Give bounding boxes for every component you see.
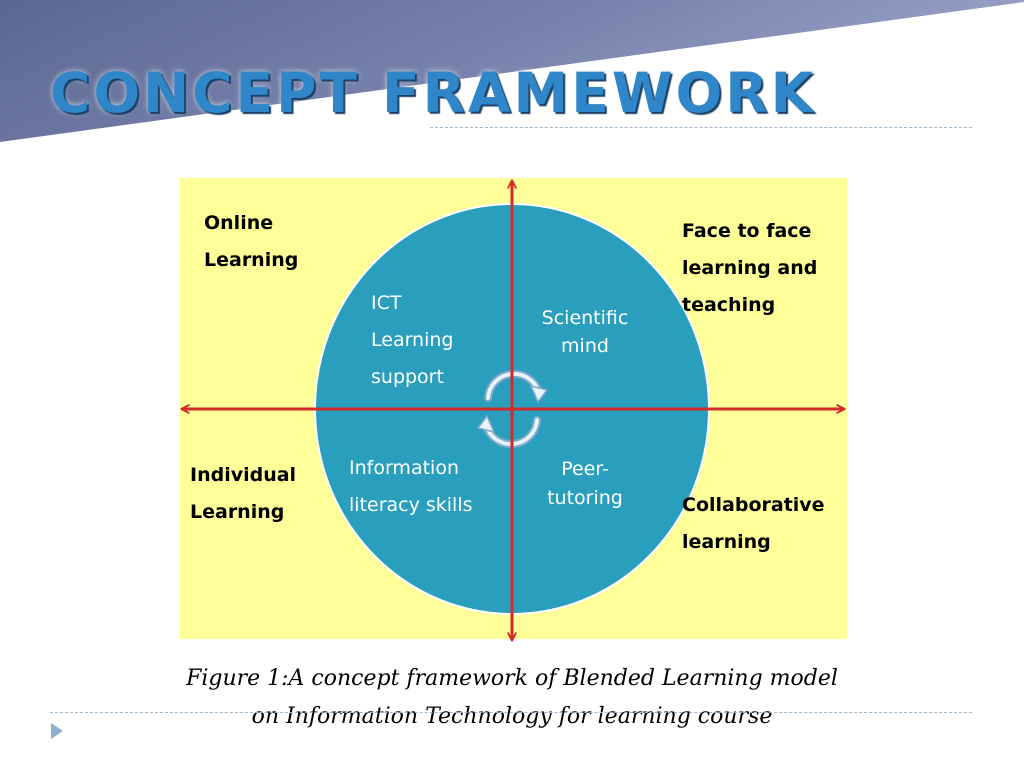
slide-title: CONCEPT FRAMEWORK <box>50 61 817 125</box>
label-individual-learning: Individual Learning <box>190 464 297 523</box>
segment-information-literacy: Information literacy skills <box>349 457 473 516</box>
label-collaborative-learning: Collaborative learning <box>682 494 825 553</box>
segment-ict-learning-support: ICT Learning support <box>371 292 454 388</box>
play-triangle-icon <box>51 723 63 739</box>
segment-scientific-mind: Scientific mind <box>541 307 629 357</box>
title-divider <box>430 127 972 128</box>
footer-divider <box>50 712 972 713</box>
title-banner <box>0 0 1024 142</box>
label-face-to-face: Face to face learning and teaching <box>682 220 818 316</box>
framework-circle <box>313 202 711 616</box>
label-online-learning: Online Learning <box>204 212 299 271</box>
segment-peer-tutoring: Peer- tutoring <box>547 458 623 509</box>
figure-caption: Figure 1:A concept framework of Blended … <box>186 666 838 729</box>
